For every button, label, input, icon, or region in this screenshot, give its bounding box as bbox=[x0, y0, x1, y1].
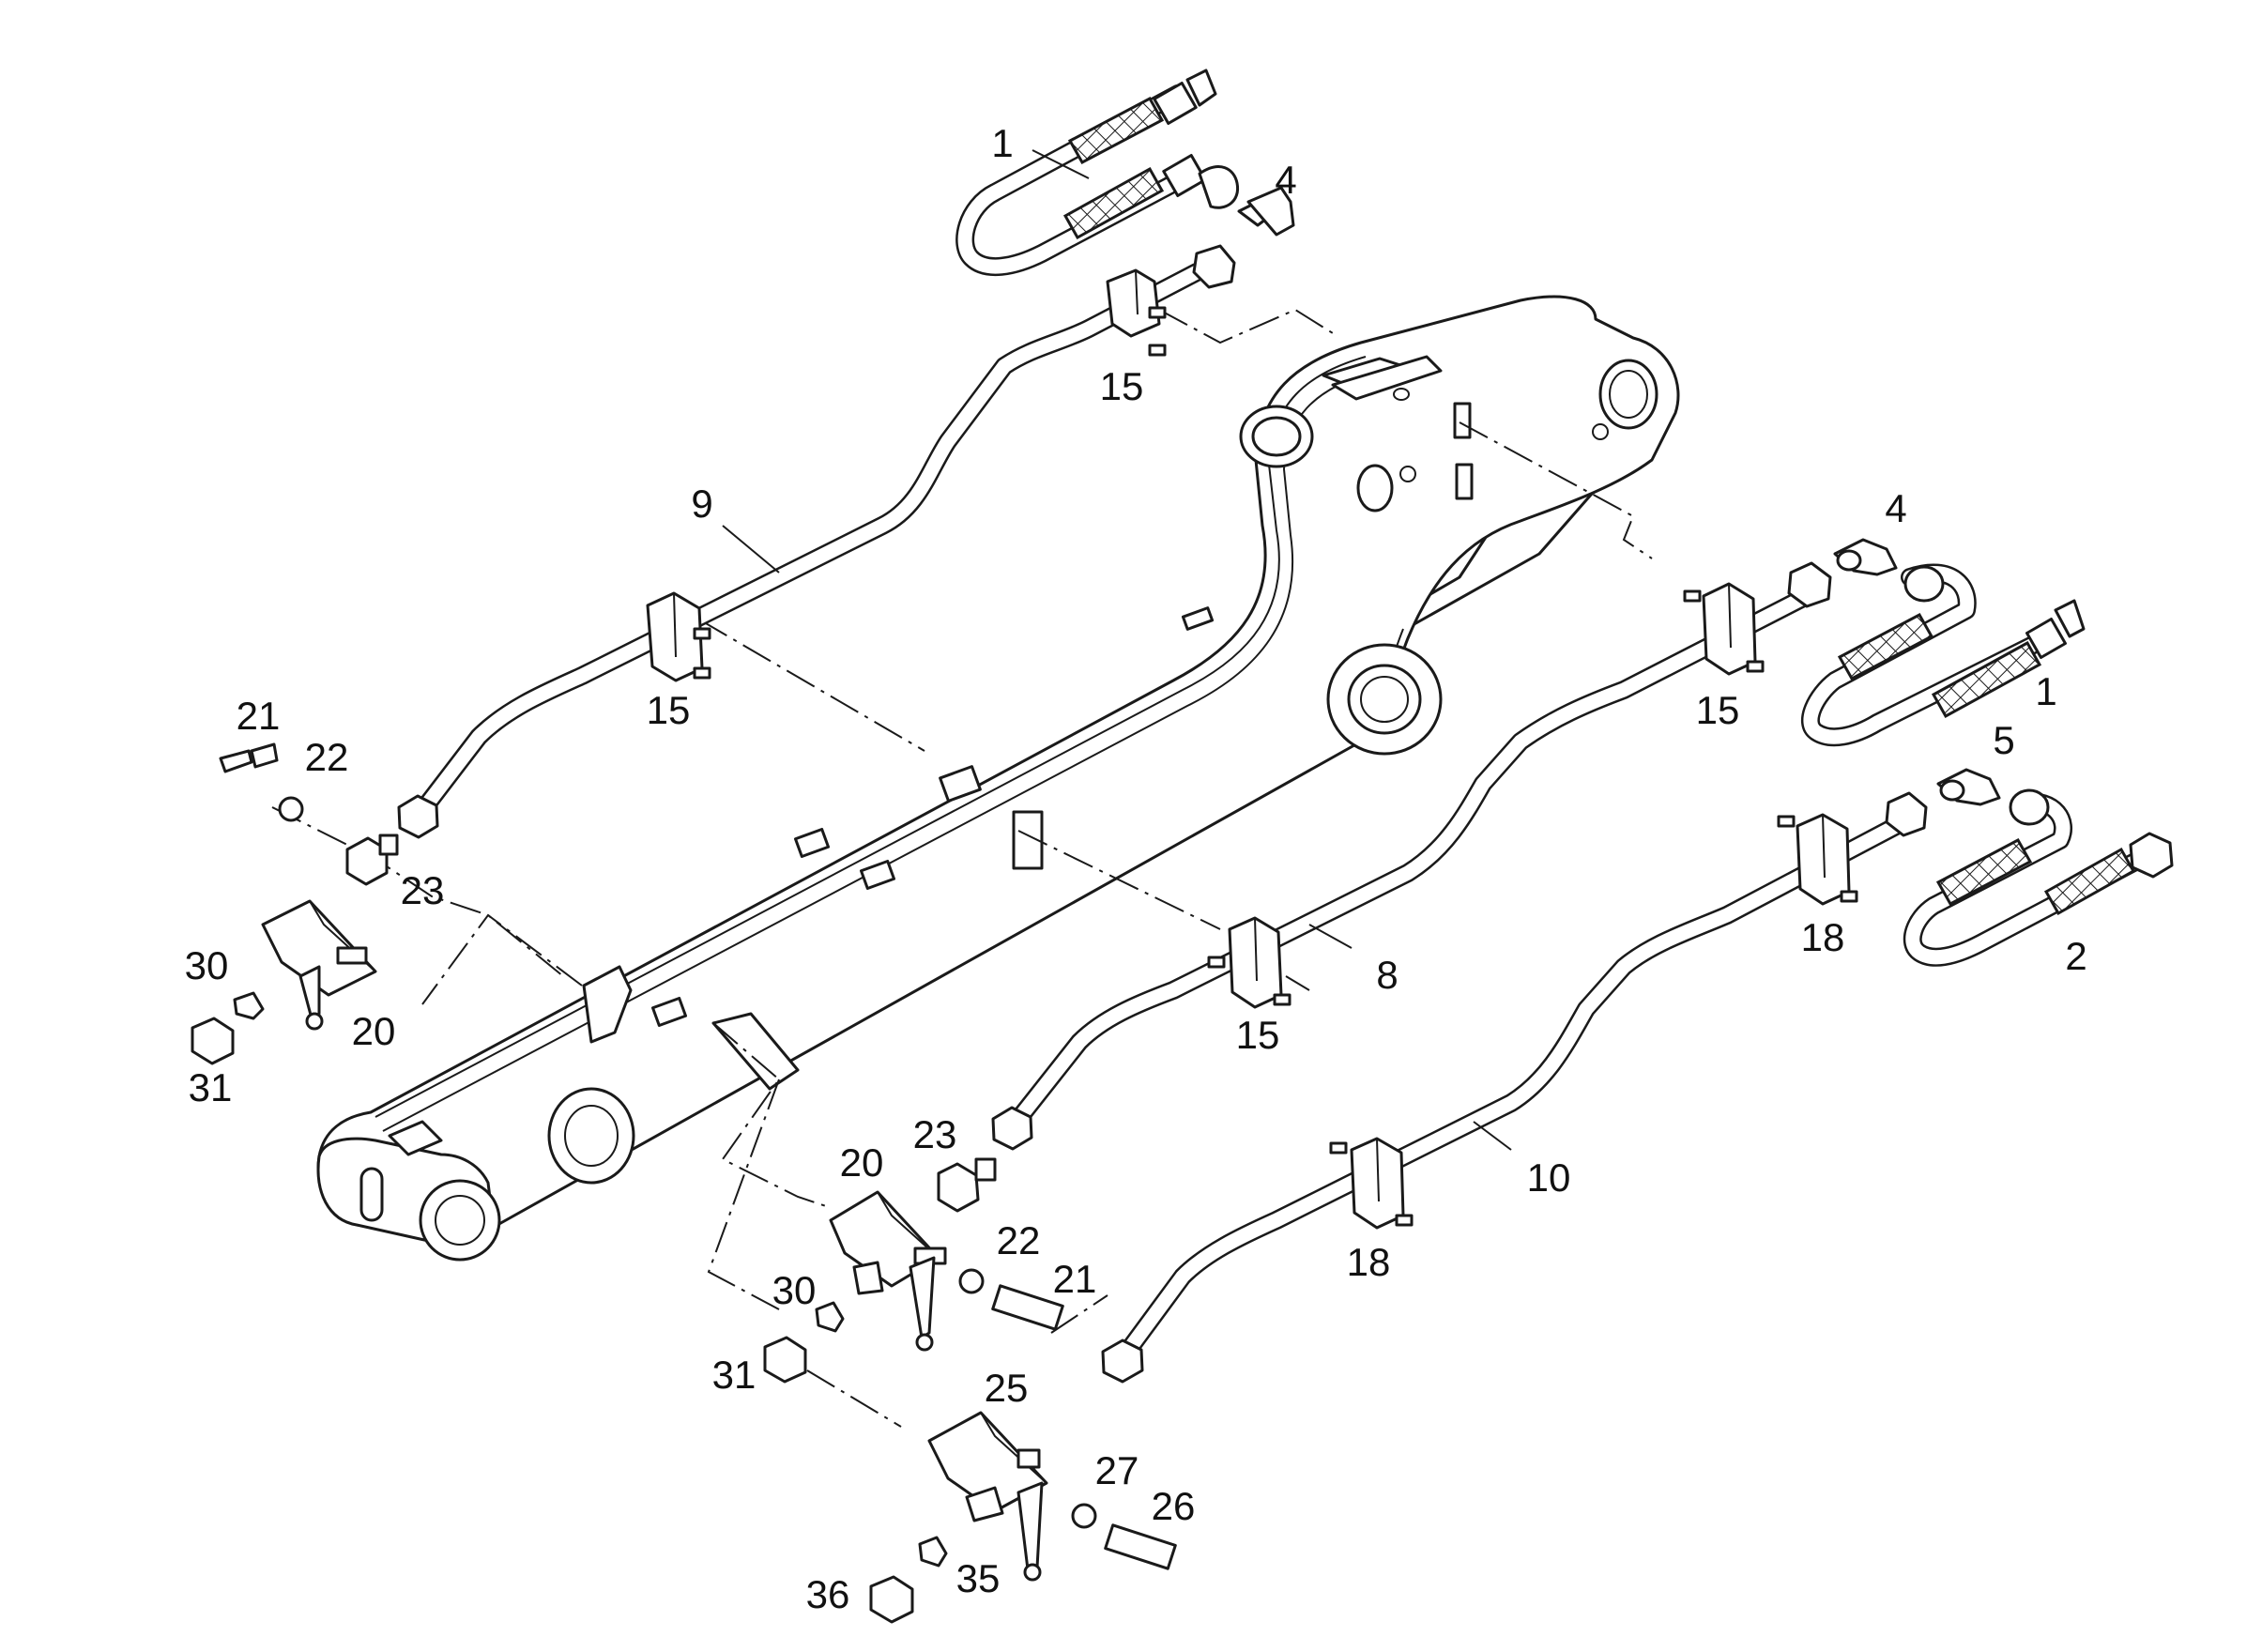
callout-4-top: 4 bbox=[1275, 158, 1296, 202]
callout-8: 8 bbox=[1376, 953, 1398, 997]
callout-18-upper: 18 bbox=[1801, 915, 1845, 959]
callout-labels: 1 4 15 9 15 4 1 15 5 2 18 21 22 23 30 20… bbox=[185, 121, 2087, 1616]
callout-21-middle: 21 bbox=[1053, 1257, 1097, 1301]
callout-20-middle: 20 bbox=[840, 1140, 884, 1185]
callout-15-top: 15 bbox=[1100, 364, 1144, 408]
tube-10 bbox=[1101, 791, 1928, 1384]
valve-assembly-left bbox=[191, 742, 399, 1065]
callout-21-left: 21 bbox=[237, 694, 281, 738]
boom-arm bbox=[316, 295, 1680, 1262]
hose-1-top bbox=[955, 69, 1240, 277]
elbow-5 bbox=[1936, 768, 2001, 806]
callout-1-right: 1 bbox=[2035, 669, 2056, 713]
callout-5: 5 bbox=[1993, 718, 2014, 762]
clamp-15-right bbox=[1683, 582, 1765, 676]
callout-22-middle: 22 bbox=[997, 1218, 1041, 1262]
callout-leaders bbox=[722, 149, 1512, 1151]
tube-9 bbox=[397, 244, 1236, 839]
callout-4-right: 4 bbox=[1885, 486, 1906, 530]
clamp-15-left bbox=[646, 591, 711, 682]
elbow-4-top bbox=[1237, 186, 1295, 237]
clamp-15-middle bbox=[1207, 916, 1291, 1009]
callout-1-top: 1 bbox=[991, 121, 1013, 165]
valve-assembly-middle bbox=[763, 1157, 1064, 1384]
callout-15-right: 15 bbox=[1696, 688, 1740, 732]
callout-9: 9 bbox=[691, 482, 712, 526]
callout-26: 26 bbox=[1152, 1484, 1196, 1528]
clamp-18-lower bbox=[1329, 1137, 1414, 1230]
callout-31-left: 31 bbox=[189, 1065, 233, 1109]
valve-assembly-lower bbox=[869, 1411, 1177, 1624]
hose-1-right bbox=[1801, 563, 2086, 747]
callout-20-left: 20 bbox=[352, 1009, 396, 1053]
callout-23-left: 23 bbox=[401, 868, 445, 912]
callout-23-middle: 23 bbox=[913, 1112, 957, 1156]
callout-27: 27 bbox=[1095, 1448, 1139, 1492]
callout-18-lower: 18 bbox=[1347, 1240, 1391, 1284]
leader-lines bbox=[271, 308, 1653, 1428]
clamp-15-top bbox=[1106, 268, 1167, 357]
hose-2 bbox=[1903, 788, 2174, 967]
clamp-18-upper bbox=[1777, 813, 1858, 906]
tube-8 bbox=[991, 561, 1832, 1151]
callout-25: 25 bbox=[985, 1366, 1029, 1410]
callout-35: 35 bbox=[956, 1556, 1001, 1600]
callout-30-middle: 30 bbox=[772, 1268, 817, 1312]
callout-31-middle: 31 bbox=[712, 1353, 757, 1397]
callout-15-left: 15 bbox=[647, 688, 691, 732]
callout-22-left: 22 bbox=[305, 735, 349, 779]
callout-10: 10 bbox=[1527, 1155, 1571, 1200]
callout-2: 2 bbox=[2065, 934, 2086, 978]
callout-30-left: 30 bbox=[185, 943, 229, 987]
callout-15-middle: 15 bbox=[1236, 1013, 1280, 1057]
callout-36: 36 bbox=[806, 1572, 850, 1616]
elbow-4-right bbox=[1833, 538, 1898, 576]
